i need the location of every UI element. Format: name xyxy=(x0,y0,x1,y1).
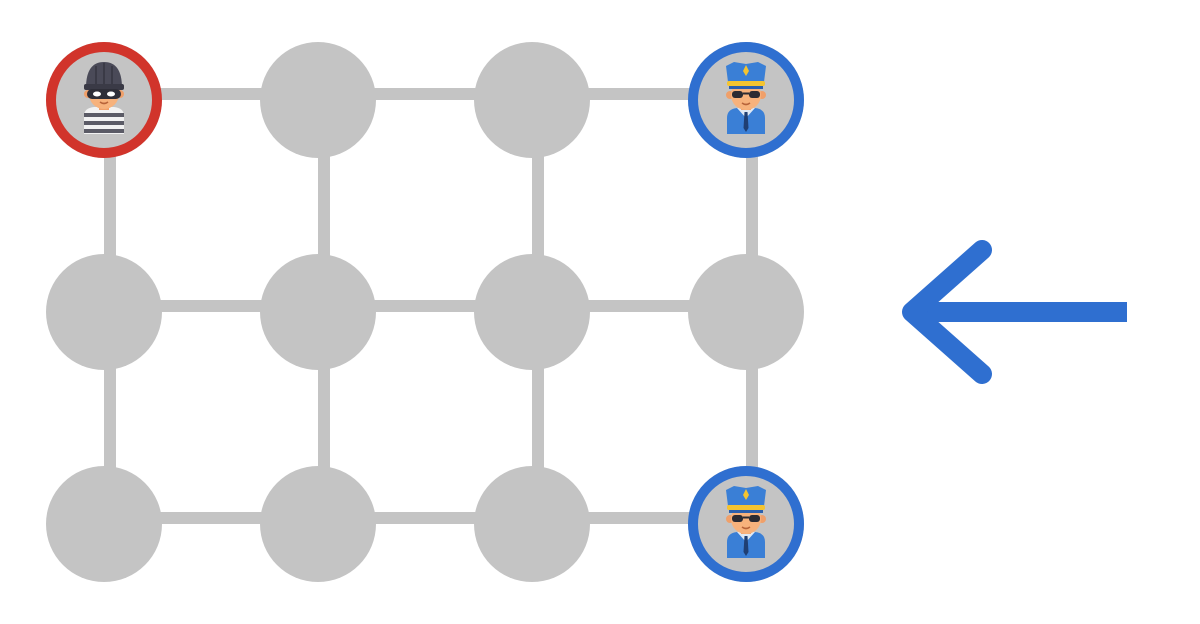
robber-icon xyxy=(83,61,125,135)
graph-node xyxy=(474,254,590,370)
police-officer-icon xyxy=(725,485,767,559)
graph-node xyxy=(260,254,376,370)
graph-node xyxy=(46,466,162,582)
graph-node xyxy=(260,42,376,158)
police-officer-icon xyxy=(725,61,767,135)
game-pieces xyxy=(46,42,804,582)
cop-piece xyxy=(688,466,804,582)
graph-node xyxy=(688,254,804,370)
arrow-left-icon xyxy=(912,250,1127,374)
graph-node xyxy=(46,254,162,370)
graph-edges xyxy=(104,88,758,524)
graph-node xyxy=(474,42,590,158)
cop-piece xyxy=(688,42,804,158)
graph-node xyxy=(260,466,376,582)
robber-piece xyxy=(46,42,162,158)
graph-node xyxy=(474,466,590,582)
